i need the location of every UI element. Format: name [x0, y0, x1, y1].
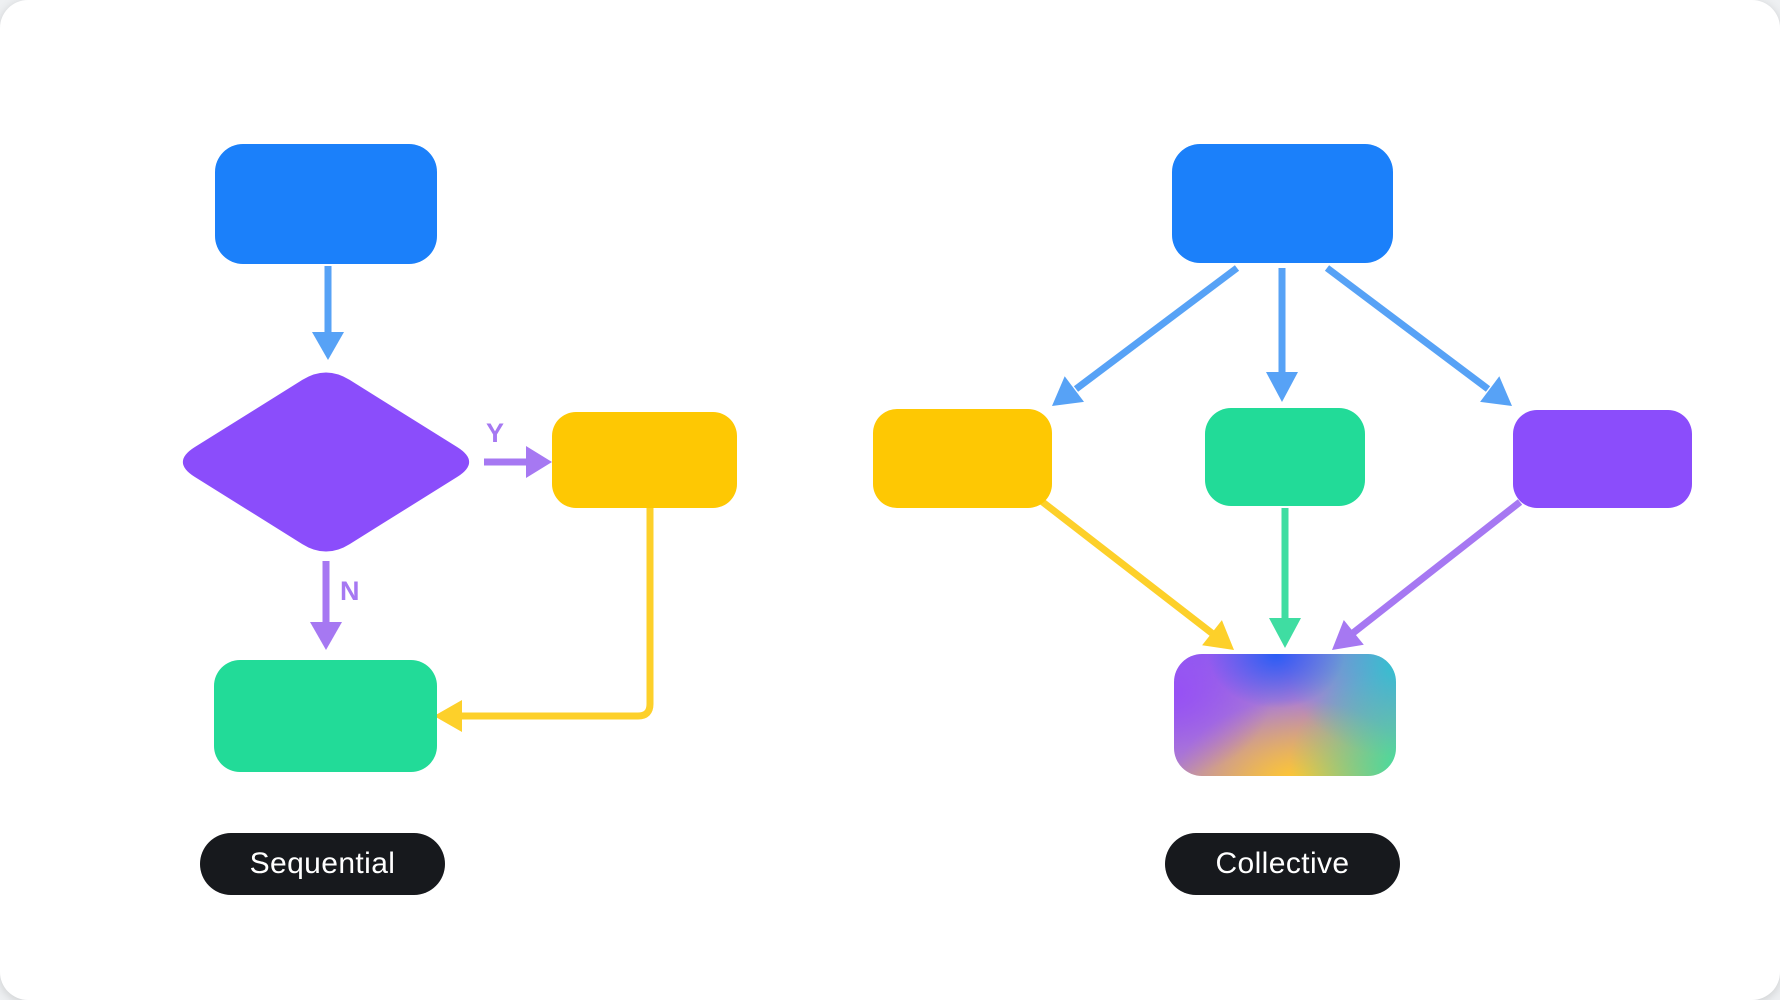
seq-end-node: [214, 660, 437, 772]
edge-col-start-a-arrowhead: [1052, 376, 1084, 406]
edge-seq-yes-end: [460, 508, 654, 720]
collective-caption-pill: Collective: [1165, 833, 1400, 895]
col-worker-c-node: [1513, 410, 1692, 508]
edge-col-a-merge-arrowhead: [1202, 620, 1234, 650]
edge-label-no: N: [340, 576, 360, 606]
col-worker-a-node: [873, 409, 1052, 508]
edge-label-yes: Y: [486, 418, 505, 448]
edge-seq-decision-end-arrowhead: [310, 622, 342, 650]
edge-col-a-merge: [1037, 497, 1216, 637]
edge-col-b-merge-arrowhead: [1269, 618, 1301, 648]
edge-col-start-a: [1073, 265, 1240, 392]
edge-seq-start-decision-arrowhead: [312, 332, 344, 360]
sequential-caption-pill: Sequential: [200, 833, 445, 895]
edge-col-c-merge: [1350, 499, 1523, 636]
edge-seq-yes-end-arrowhead: [434, 700, 462, 732]
edge-seq-decision-yes-arrowhead: [526, 446, 552, 478]
col-merge-node: [1174, 654, 1396, 776]
edge-col-c-merge-arrowhead: [1332, 620, 1364, 650]
seq-start-node: [215, 144, 437, 264]
edge-col-start-c-arrowhead: [1480, 376, 1512, 406]
col-start-node: [1172, 144, 1393, 263]
col-worker-b-node: [1205, 408, 1365, 506]
edge-col-start-b-arrowhead: [1266, 372, 1298, 402]
edge-col-start-c: [1324, 265, 1491, 392]
seq-decision-node: [182, 372, 470, 552]
seq-yes-node: [552, 412, 737, 508]
